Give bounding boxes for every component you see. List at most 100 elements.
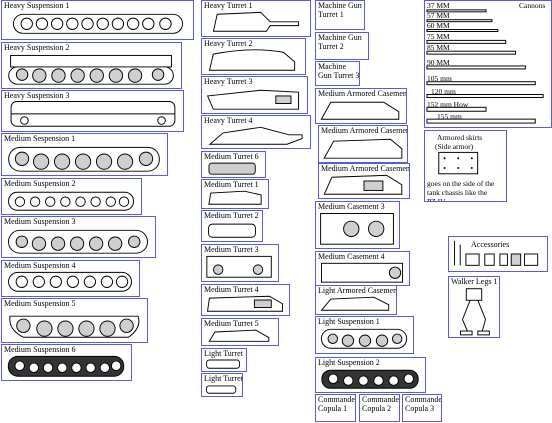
medium-suspension-2-drawing xyxy=(8,191,134,211)
part-commander-copula-1[interactable]: Commander Copula 1 xyxy=(315,394,356,422)
accessories-drawing xyxy=(454,240,539,266)
part-medium-armored-casement-2[interactable]: Medium Armored Casement 2 xyxy=(318,125,408,163)
skirts-drawing xyxy=(438,151,479,175)
part-heavy-turret-1[interactable]: Heavy Turret 1 xyxy=(201,0,311,37)
cannon-60mm: 60 MM xyxy=(427,21,450,30)
part-label: Light Suspension 2 xyxy=(318,358,380,367)
skirts-subtitle: (Side armor) xyxy=(435,142,474,151)
part-heavy-turret-4[interactable]: Heavy Turret 4 xyxy=(201,115,311,149)
light-turret-1-drawing xyxy=(206,359,241,369)
part-label: Medium Suspension 6 xyxy=(4,345,76,354)
light-suspension-1-drawing xyxy=(320,328,408,349)
part-medium-suspension-2[interactable]: Medium Suspension 2 xyxy=(1,178,142,215)
part-light-turret-2[interactable]: Light Turret 2 xyxy=(201,373,243,397)
part-label: Medium Turret 3 xyxy=(204,245,259,254)
part-medium-turret-5[interactable]: Medium Turret 5 xyxy=(201,318,279,346)
part-label: Heavy Turret 2 xyxy=(204,39,253,48)
part-heavy-suspension-2[interactable]: Heavy Suspension 2 xyxy=(1,42,182,89)
part-medium-turret-4[interactable]: Medium Turret 4 xyxy=(201,284,290,316)
part-label: Machine Gun Turret 2 xyxy=(318,33,362,51)
part-armored-skirts[interactable]: Armored skirts (Side armor) goes on the … xyxy=(424,130,507,202)
heavy-suspension-3-drawing xyxy=(10,101,176,127)
cannon-105mm: 105 mm xyxy=(427,74,452,83)
part-heavy-suspension-1[interactable]: Heavy Suspension 1 xyxy=(1,0,194,40)
part-label: Heavy Suspension 2 xyxy=(4,43,70,52)
part-accessories[interactable]: Accessories xyxy=(448,236,548,272)
part-heavy-turret-3[interactable]: Heavy Turret 3 xyxy=(201,76,308,114)
part-medium-casement-3[interactable]: Medium Casement 3 xyxy=(315,201,400,249)
heavy-turret-4-drawing xyxy=(208,126,303,145)
part-medium-suspension-3[interactable]: Medium Suspension 3 xyxy=(1,216,156,258)
part-label: Light Suspension 1 xyxy=(318,317,380,326)
medium-turret-6-drawing xyxy=(208,162,256,175)
part-medium-suspension-1[interactable]: Medium Sespension 1 xyxy=(1,133,168,176)
part-medium-casement-4[interactable]: Medium Casement 4 xyxy=(315,251,410,286)
light-suspension-2-drawing xyxy=(321,369,419,389)
part-medium-turret-2[interactable]: Medium Turret 2 xyxy=(201,210,263,242)
part-medium-suspension-4[interactable]: Medium Suspension 4 xyxy=(1,260,140,297)
part-commander-copula-3[interactable]: Commander Copula 3 xyxy=(402,394,442,422)
part-medium-suspension-5[interactable]: Medium Suspension 5 xyxy=(1,298,148,343)
part-label: Medium Armored Casement 3 xyxy=(321,164,410,173)
part-label: Light Armored Casement 1 xyxy=(318,286,397,295)
part-heavy-turret-2[interactable]: Heavy Turret 2 xyxy=(201,38,306,75)
medium-suspension-3-drawing xyxy=(8,229,149,254)
part-medium-suspension-6[interactable]: Medium Suspension 6 xyxy=(1,344,132,381)
cannons-title: Cannons xyxy=(519,1,546,10)
part-heavy-suspension-3[interactable]: Heavy Suspension 3 xyxy=(1,90,184,132)
part-label: Machine Gun Turret 1 xyxy=(318,1,362,19)
part-label: Walker Legs 1 xyxy=(451,277,498,286)
medium-armored-casement-3-drawing xyxy=(323,174,403,195)
skirts-title: Armored skirts xyxy=(437,133,483,142)
part-label: Medium Suspension 2 xyxy=(4,179,76,188)
part-label: Light Turret 2 xyxy=(204,374,243,383)
heavy-turret-1-drawing xyxy=(212,11,300,32)
heavy-suspension-1-drawing xyxy=(12,13,183,34)
part-machine-gun-turret-3[interactable]: Machine Gun Turret 3 xyxy=(315,61,360,86)
cannon-75mm: 75 MM xyxy=(427,32,450,41)
part-label: Heavy Turret 1 xyxy=(204,1,253,10)
part-machine-gun-turret-2[interactable]: Machine Gun Turret 2 xyxy=(315,32,369,60)
part-light-turret-1[interactable]: Light Turret 1 xyxy=(201,348,247,372)
medium-suspension-1-drawing xyxy=(8,146,160,172)
part-light-suspension-1[interactable]: Light Suspension 1 xyxy=(315,316,414,354)
part-cannons-panel[interactable]: Cannons 37 MM 57 MM 60 MM 75 MM 85 MM 90… xyxy=(424,0,552,128)
part-label: Medium Suspension 4 xyxy=(4,261,76,270)
cannon-37mm: 37 MM xyxy=(427,1,450,10)
part-commander-copula-2[interactable]: Commander Copula 2 xyxy=(359,394,400,422)
part-walker-legs-1[interactable]: Walker Legs 1 xyxy=(448,276,500,338)
medium-suspension-6-drawing xyxy=(7,355,125,377)
part-label: Heavy Turret 3 xyxy=(204,77,253,86)
part-label: Medium Suspension 3 xyxy=(4,217,76,226)
skirts-note: goes on the side of the tank chassis lik… xyxy=(427,179,495,202)
cannon-85mm: 85 MM xyxy=(427,43,450,52)
cannon-90mm: 90 MM xyxy=(427,58,450,67)
cannon-57mm: 57 MM xyxy=(427,11,450,20)
part-medium-armored-casement-3[interactable]: Medium Armored Casement 3 xyxy=(318,163,410,199)
cannon-155mm: 155 mm xyxy=(437,112,462,121)
part-label: Medium Turret 5 xyxy=(204,319,259,328)
part-label: Medium Turret 4 xyxy=(204,285,259,294)
part-label: Heavy Turret 4 xyxy=(204,116,253,125)
medium-turret-5-drawing xyxy=(208,329,270,342)
part-light-armored-casement-1[interactable]: Light Armored Casement 1 xyxy=(315,285,397,315)
part-label: Machine Gun Turret 3 xyxy=(318,62,360,80)
medium-turret-2-drawing xyxy=(208,223,256,238)
medium-turret-1-drawing xyxy=(208,190,262,205)
cannon-152mm-how: 152 mm How xyxy=(427,100,469,109)
part-machine-gun-turret-1[interactable]: Machine Gun Turret 1 xyxy=(315,0,365,30)
part-medium-turret-6[interactable]: Medium Turret 6 xyxy=(201,151,266,178)
walker-legs-drawing xyxy=(460,288,490,336)
part-medium-turret-1[interactable]: Medium Turret 1 xyxy=(201,179,269,209)
part-label: Light Turret 1 xyxy=(204,349,247,358)
cannon-barrels-drawing xyxy=(426,9,544,124)
part-label: Commander Copula 3 xyxy=(405,395,442,413)
part-label: Commander Copula 1 xyxy=(318,395,356,413)
part-medium-armored-casement-1[interactable]: Medium Armored Casement 1 xyxy=(315,88,407,124)
part-label: Medium Turret 2 xyxy=(204,211,259,220)
part-light-suspension-2[interactable]: Light Suspension 2 xyxy=(315,357,426,393)
medium-turret-4-drawing xyxy=(206,295,283,312)
part-label: Commander Copula 2 xyxy=(362,395,400,413)
light-armored-casement-1-drawing xyxy=(320,296,390,311)
part-medium-turret-3[interactable]: Medium Turret 3 xyxy=(201,244,279,282)
